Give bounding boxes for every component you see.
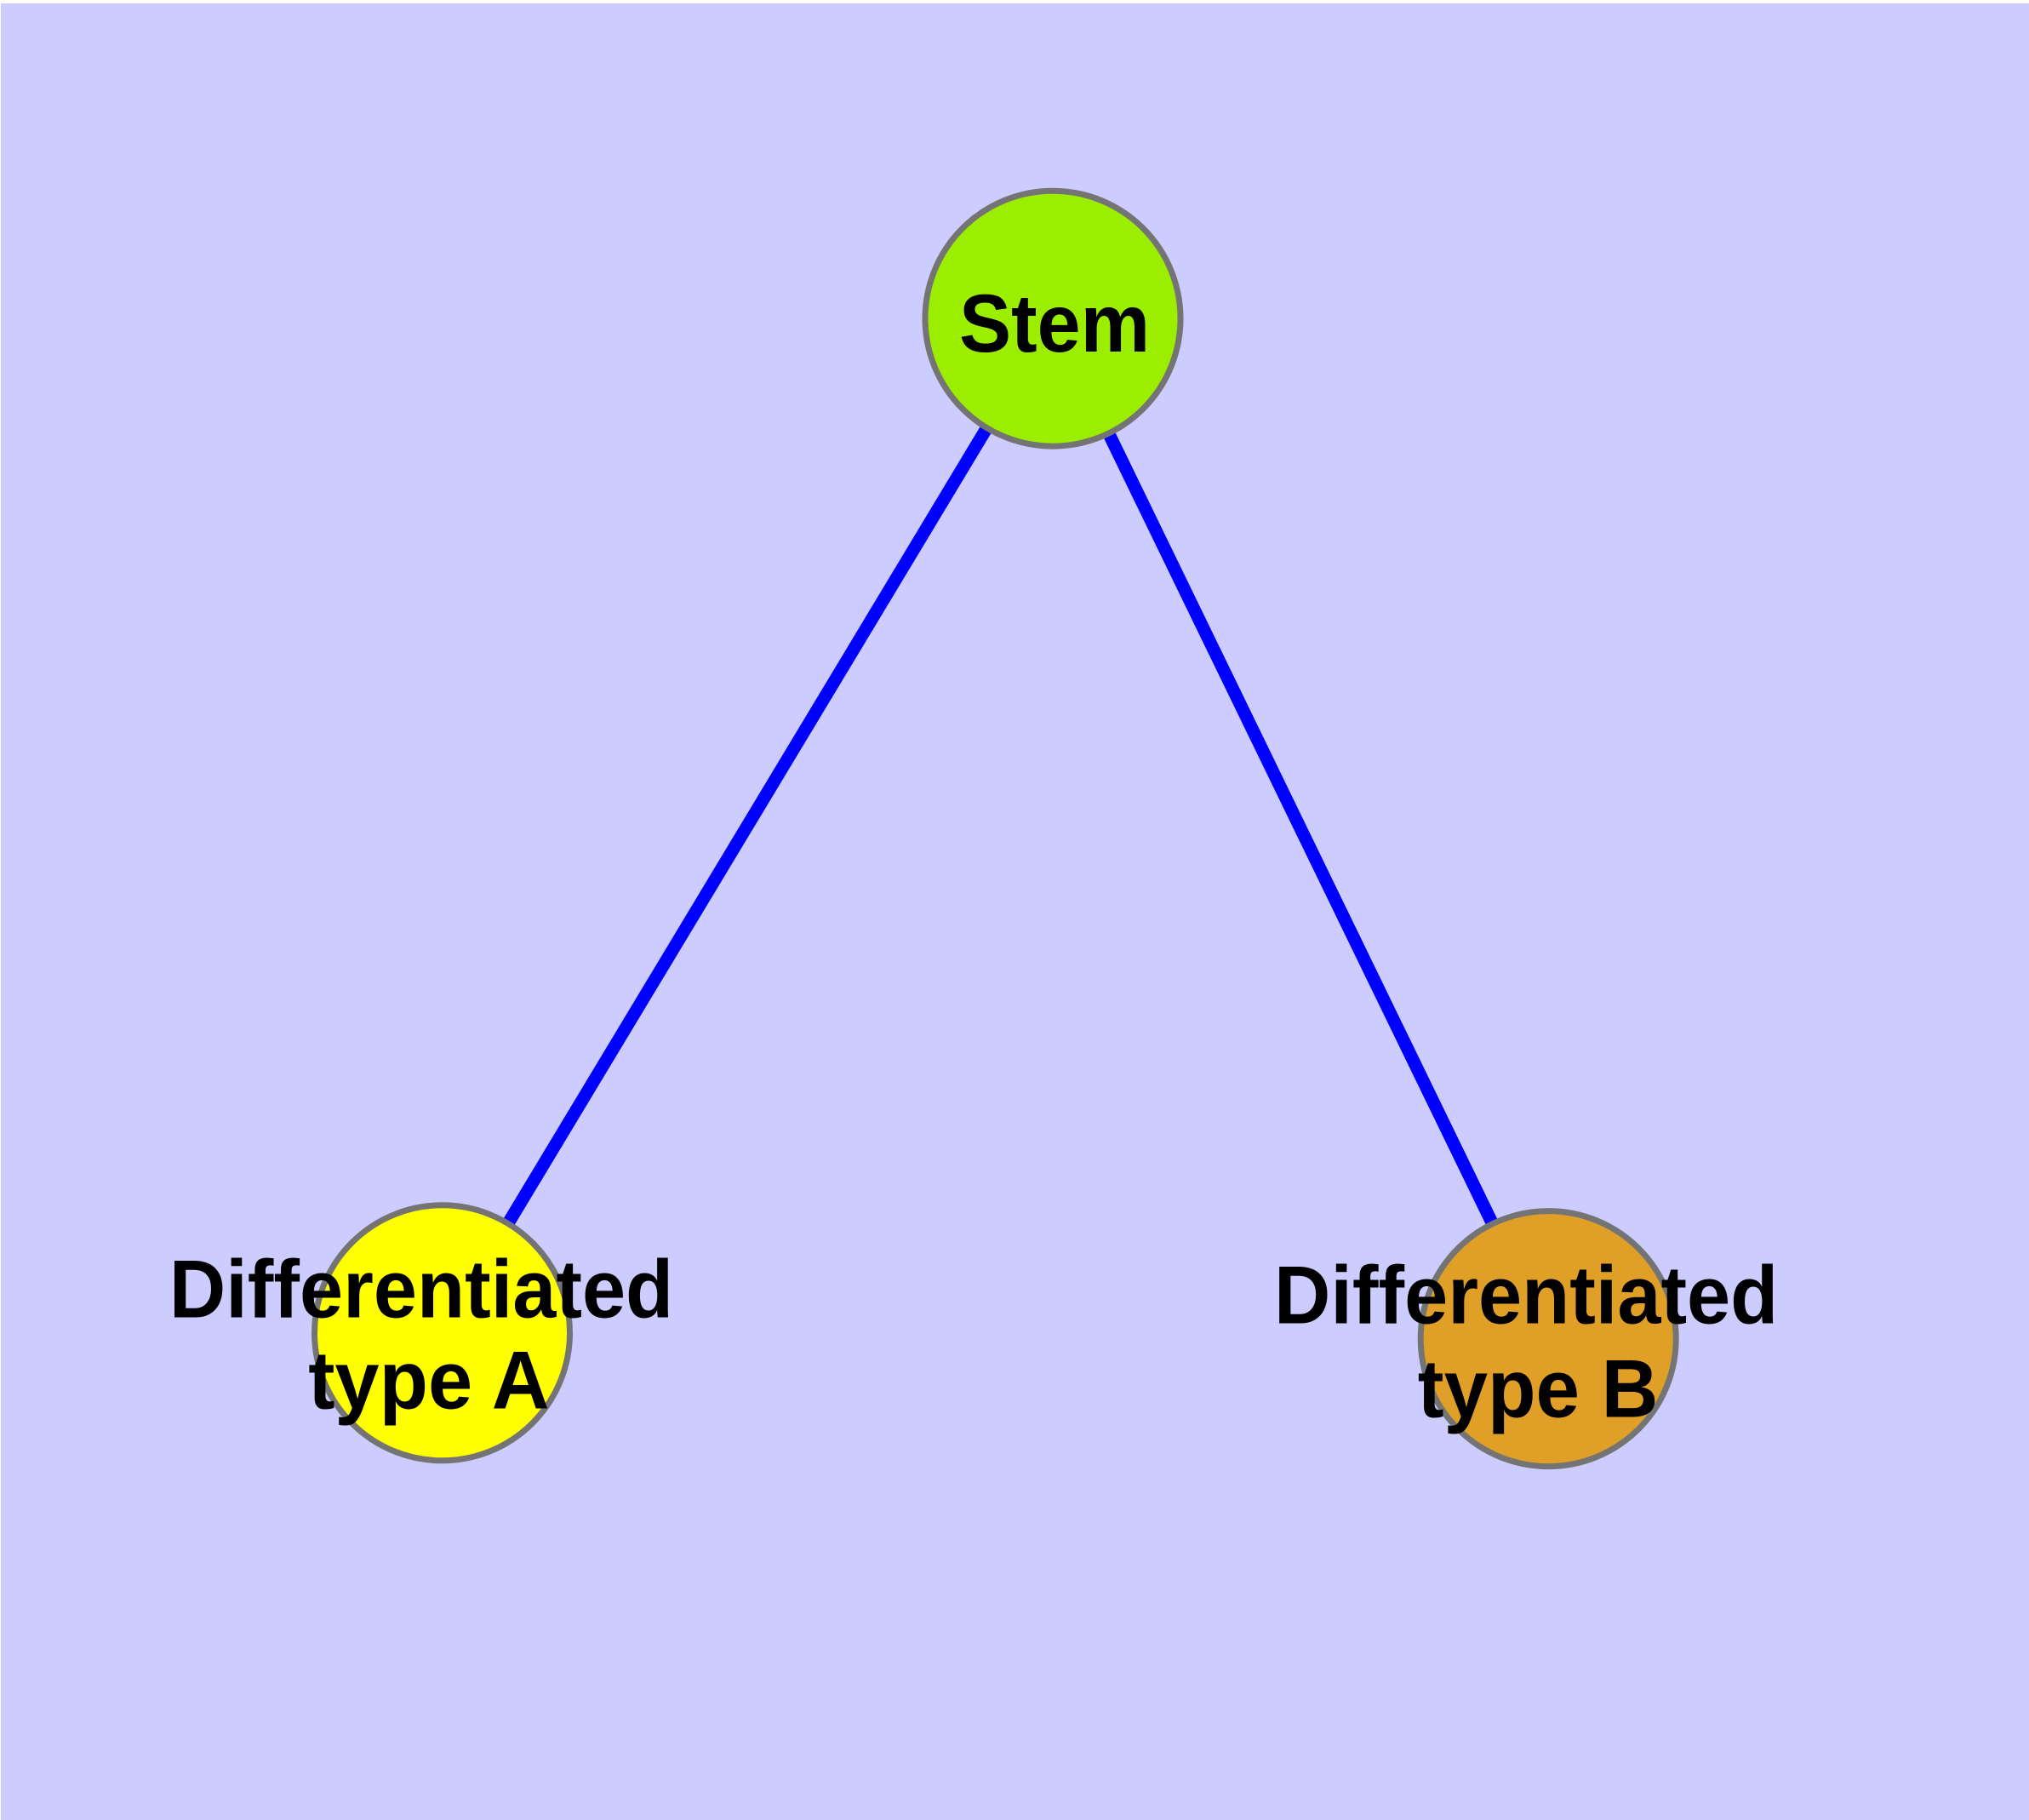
svg-text:type B: type B	[1418, 1343, 1659, 1435]
svg-text:Stem: Stem	[959, 278, 1150, 369]
svg-text:Differentiated: Differentiated	[1274, 1250, 1778, 1342]
svg-text:Differentiated: Differentiated	[169, 1244, 673, 1336]
svg-text:type A: type A	[308, 1335, 549, 1427]
